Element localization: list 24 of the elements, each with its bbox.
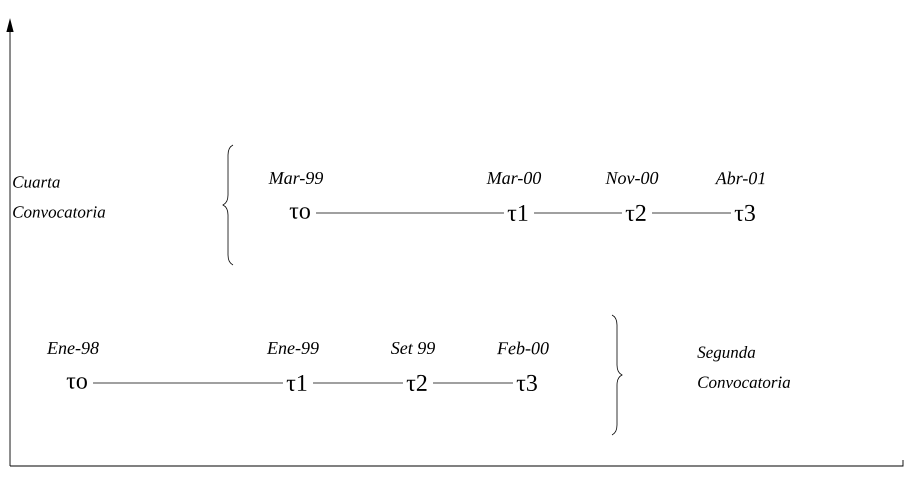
time-label: τo	[290, 207, 310, 219]
date-label: Feb-00	[496, 342, 549, 354]
date-label: Nov-00	[605, 172, 658, 184]
timeline-segment	[316, 212, 504, 214]
date-label: Ene-99	[266, 342, 319, 354]
time-label: τ2	[406, 374, 426, 392]
date-label: Mar-99	[268, 172, 324, 184]
time-label: τo	[66, 377, 87, 389]
timeline-segment	[432, 382, 514, 384]
timeline-segment	[652, 212, 732, 214]
group-label: Cuarta Convocatoria	[13, 176, 106, 218]
time-label: τ3	[734, 204, 755, 222]
timeline-segment	[534, 212, 622, 214]
time-label: τ1	[286, 374, 306, 392]
group-label: Segunda Convocatoria	[697, 346, 790, 388]
date-label: Set 99	[390, 342, 435, 354]
time-label: τ1	[508, 204, 528, 222]
time-label: τ3	[516, 374, 537, 392]
time-label: τ2	[626, 204, 646, 222]
date-label: Ene-98	[46, 342, 99, 354]
date-label: Abr-01	[714, 172, 764, 184]
date-label: Mar-00	[486, 172, 542, 184]
timeline-segment	[92, 382, 284, 384]
timeline-segment	[312, 382, 404, 384]
